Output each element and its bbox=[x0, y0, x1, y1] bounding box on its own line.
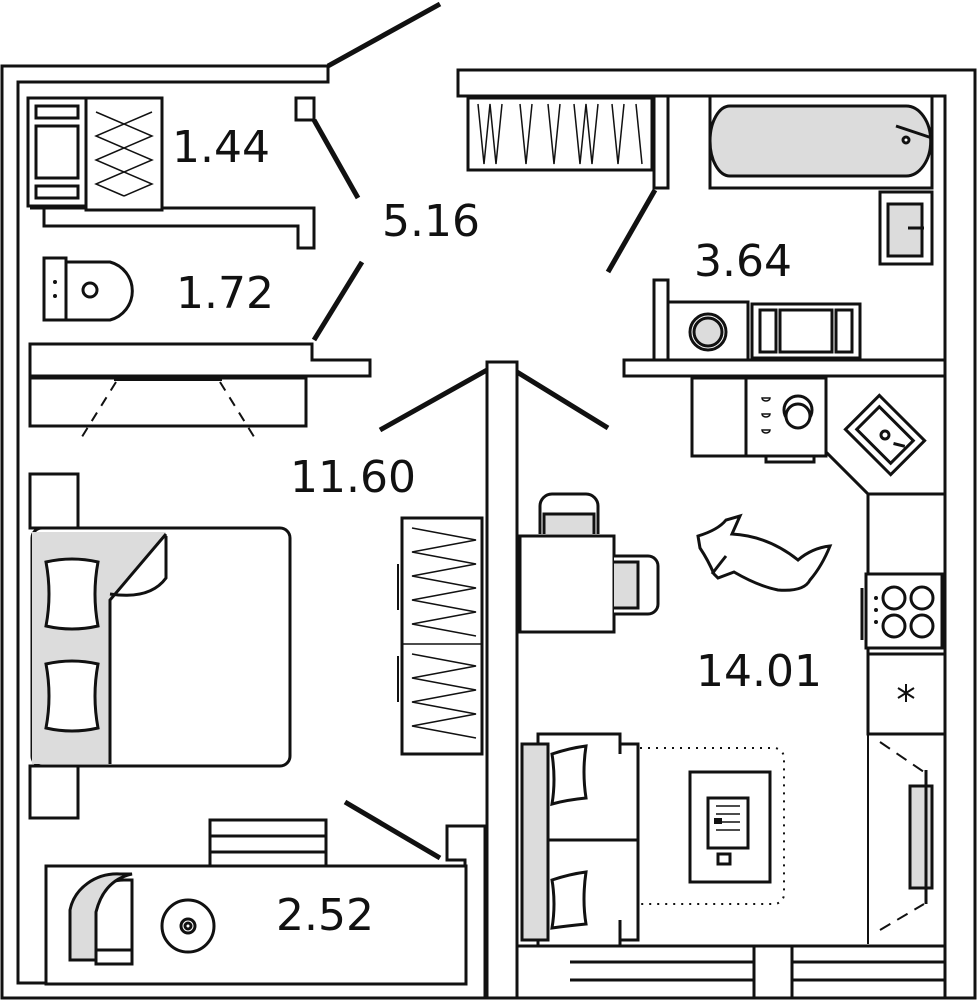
dining-set bbox=[518, 492, 660, 634]
dog-figure bbox=[696, 513, 833, 592]
walls bbox=[0, 64, 977, 1000]
area-label-balcony: 2.52 bbox=[276, 890, 374, 941]
living-furniture bbox=[520, 732, 785, 948]
area-label-storage: 1.44 bbox=[172, 122, 270, 173]
storage-shelving bbox=[26, 96, 164, 212]
area-labels: 1.44 5.16 3.64 1.72 11.60 14.01 2.52 bbox=[172, 122, 822, 941]
bathroom-fixtures bbox=[666, 94, 934, 362]
area-label-hallway: 5.16 bbox=[382, 196, 480, 247]
door-swings bbox=[311, 1, 658, 861]
kitchen-furniture bbox=[690, 376, 947, 944]
area-label-bedroom: 11.60 bbox=[290, 452, 416, 503]
toilet-fixture bbox=[42, 256, 134, 322]
area-label-living-kitchen: 14.01 bbox=[696, 646, 822, 697]
area-label-toilet: 1.72 bbox=[176, 268, 274, 319]
balcony-furniture bbox=[68, 872, 216, 966]
hall-wardrobe bbox=[466, 96, 654, 172]
bedroom-furniture bbox=[28, 375, 484, 820]
area-label-bathroom: 3.64 bbox=[694, 236, 792, 287]
